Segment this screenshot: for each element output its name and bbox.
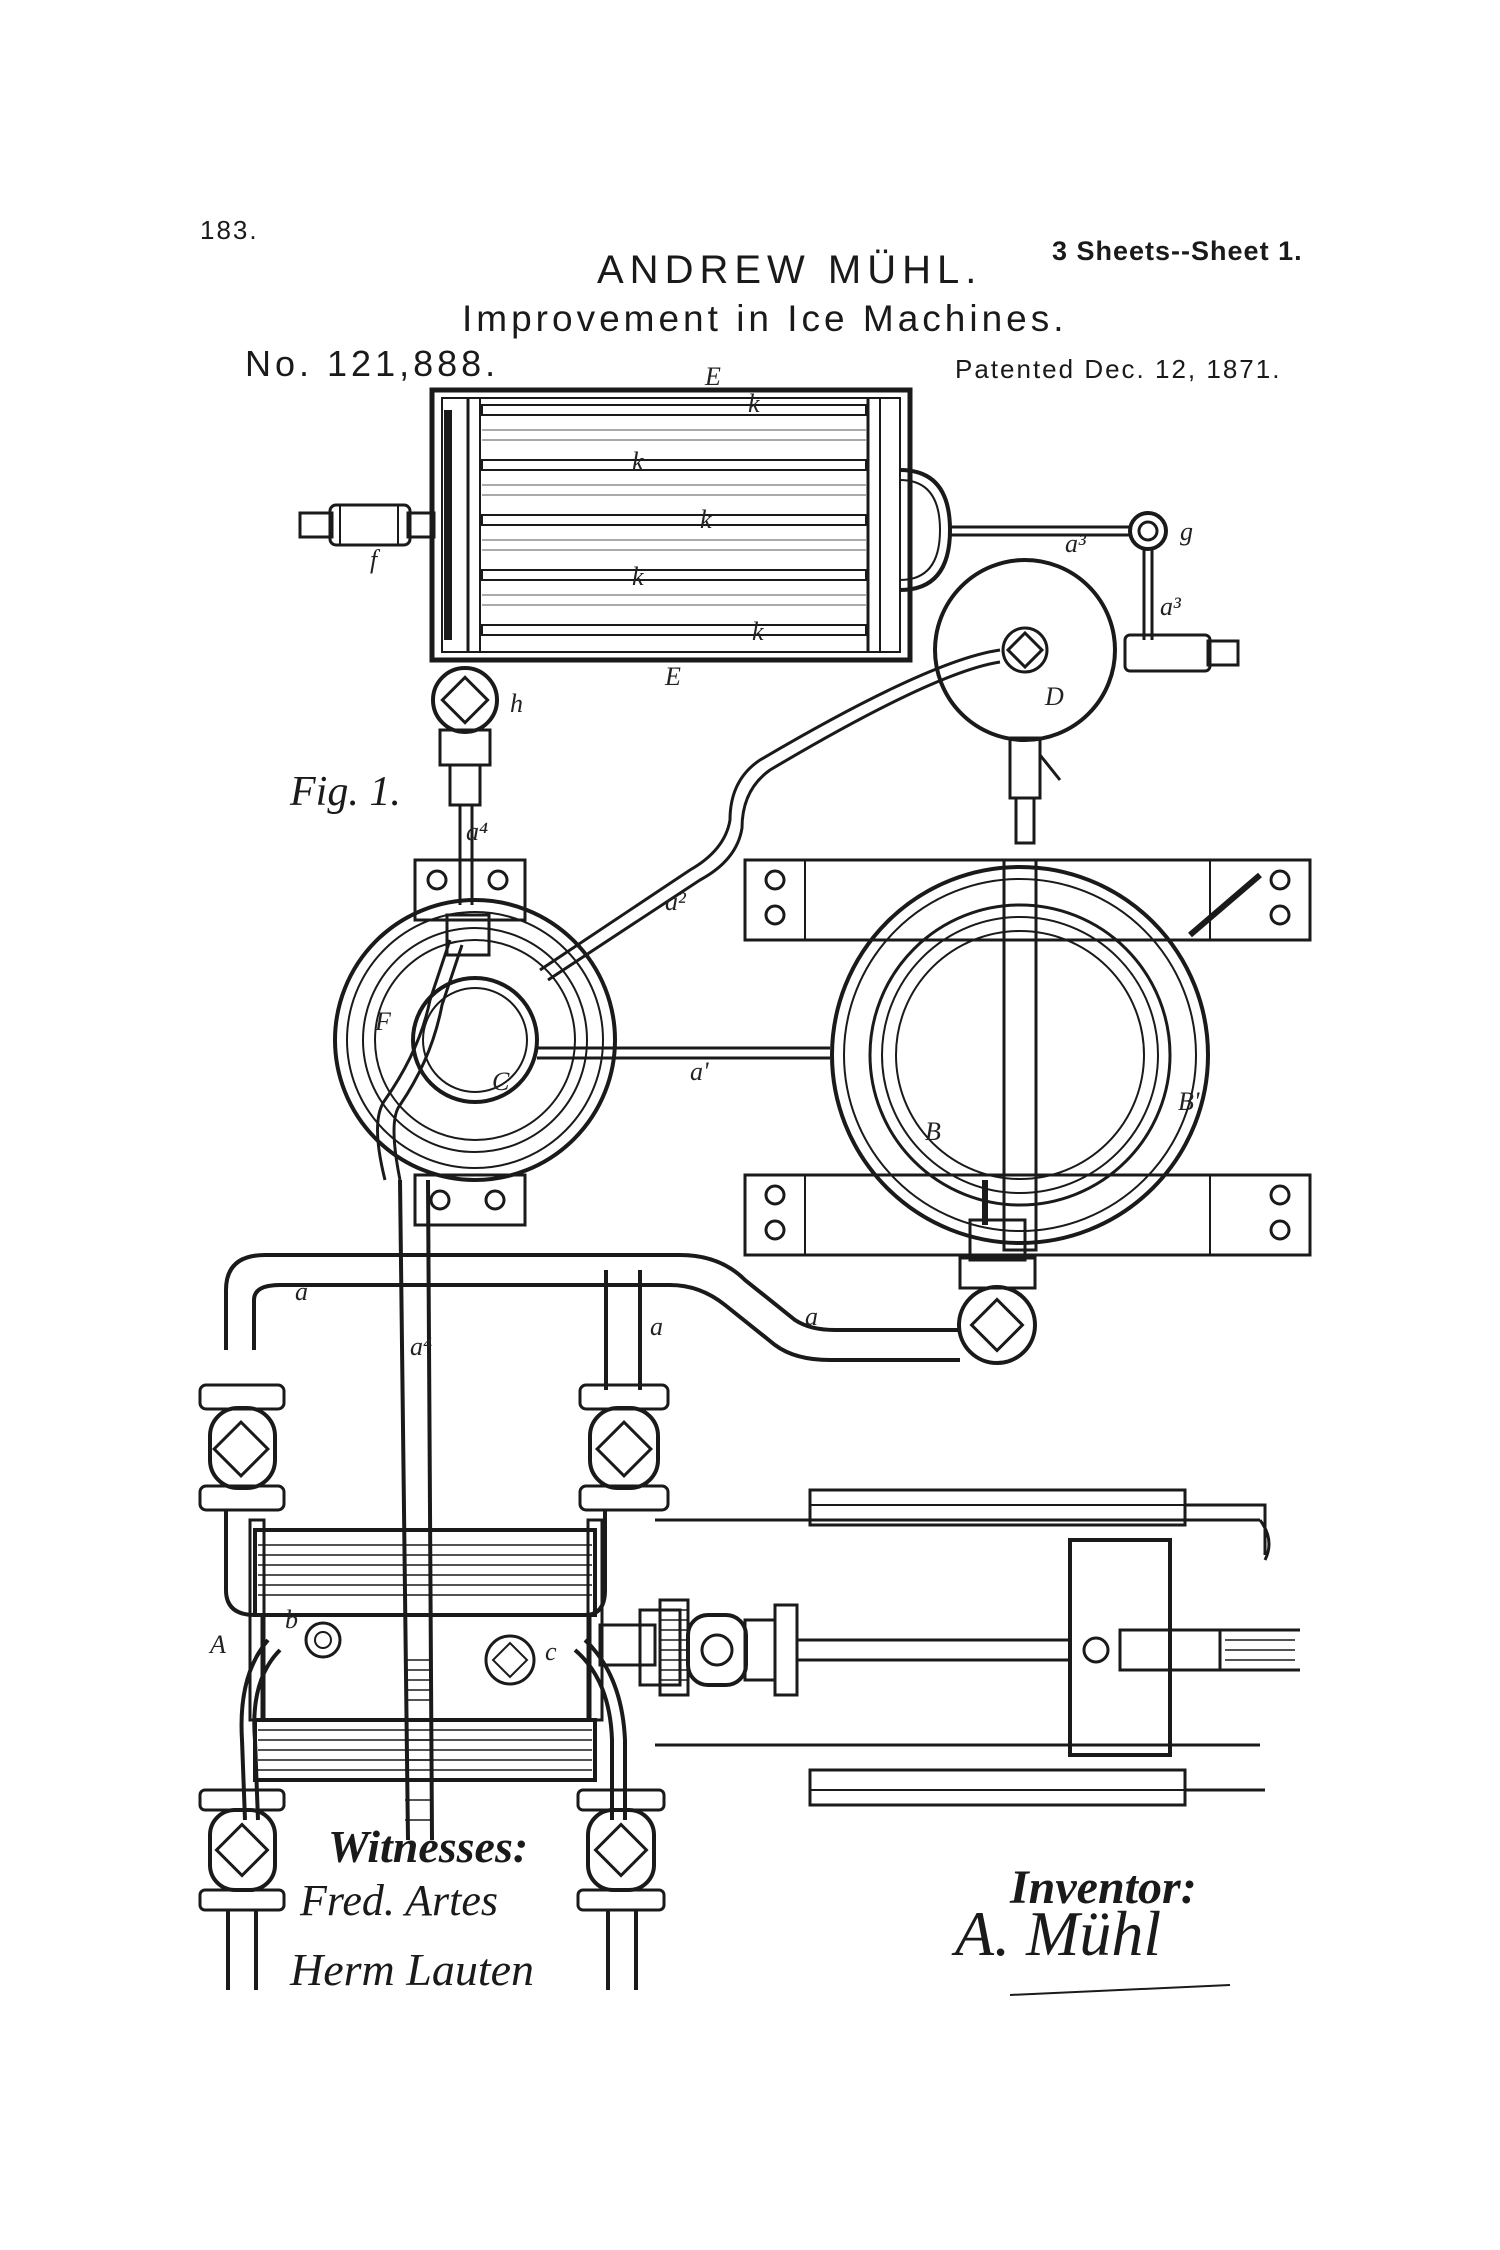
label-a4-1: a⁴ [466, 817, 488, 846]
patent-number: No. 121,888. [245, 343, 500, 384]
label-a3-1: a³ [1065, 529, 1087, 558]
valve-left-top [198, 1383, 286, 1512]
fitting-h [431, 666, 499, 807]
inventor-name: ANDREW MÜHL. [597, 248, 983, 292]
label-a1: a' [690, 1057, 709, 1086]
label-a-2: a [805, 1302, 818, 1331]
label-c-coil: C [492, 1067, 510, 1096]
bracket-b-bottom [743, 1173, 1312, 1257]
label-h: h [510, 689, 523, 718]
label-a4-2: a⁴ [410, 1332, 432, 1361]
sheet-number: 183. [200, 215, 259, 245]
label-k-1: k [748, 389, 760, 418]
part-labels: E k k k k k E f g a³ a³ D h a⁴ a² F C a'… [208, 362, 1200, 1666]
fitting-f [298, 503, 436, 547]
label-a-3: a [650, 1312, 663, 1341]
label-k-5: k [752, 617, 764, 646]
pump-assembly [598, 1488, 1300, 1807]
fitting-b [957, 1218, 1037, 1365]
figure-label: Fig. 1. [290, 769, 401, 815]
bracket-b-top [743, 858, 1312, 942]
patent-title: Improvement in Ice Machines. [462, 298, 1068, 339]
valve-right-top [578, 1383, 670, 1512]
label-b-small: b [285, 1605, 298, 1634]
sheet-count: 3 Sheets--Sheet 1. [1052, 236, 1303, 266]
label-a-1: a [295, 1277, 308, 1306]
inventor-signature: A. Mühl [951, 1898, 1161, 1969]
label-a2: a² [665, 887, 687, 916]
label-d: D [1044, 682, 1064, 711]
witness-signature-1: Fred. Artes [299, 1876, 498, 1925]
label-e-bottom: E [664, 662, 681, 691]
label-a-generator: A [208, 1630, 226, 1659]
label-k-4: k [632, 562, 644, 591]
witness-signature-2: Herm Lauten [289, 1944, 534, 1995]
vessel-b [830, 858, 1210, 1252]
patent-date: Patented Dec. 12, 1871. [955, 354, 1282, 384]
witnesses-label: Witnesses: [328, 1821, 529, 1872]
label-a3-2: a³ [1160, 592, 1182, 621]
label-g: g [1180, 517, 1193, 546]
condenser-e [429, 387, 953, 663]
label-b: B [925, 1117, 941, 1146]
label-k-2: k [632, 447, 644, 476]
label-k-3: k [700, 505, 712, 534]
coil-f [333, 858, 617, 1227]
label-c-small: c [545, 1637, 557, 1666]
label-e-top: E [704, 362, 721, 391]
signatures: Fred. Artes Herm Lauten A. Mühl [289, 1876, 1231, 1996]
inventor-label: Inventor: [1010, 1861, 1197, 1914]
label-f: f [370, 545, 381, 574]
valve-right-bottom [576, 1788, 666, 1990]
valve-left-bottom [198, 1788, 286, 1990]
label-b1: B' [1178, 1087, 1200, 1116]
label-f-coil: F [374, 1007, 392, 1036]
wheel-d [933, 558, 1117, 845]
generator-a [224, 1510, 627, 1821]
